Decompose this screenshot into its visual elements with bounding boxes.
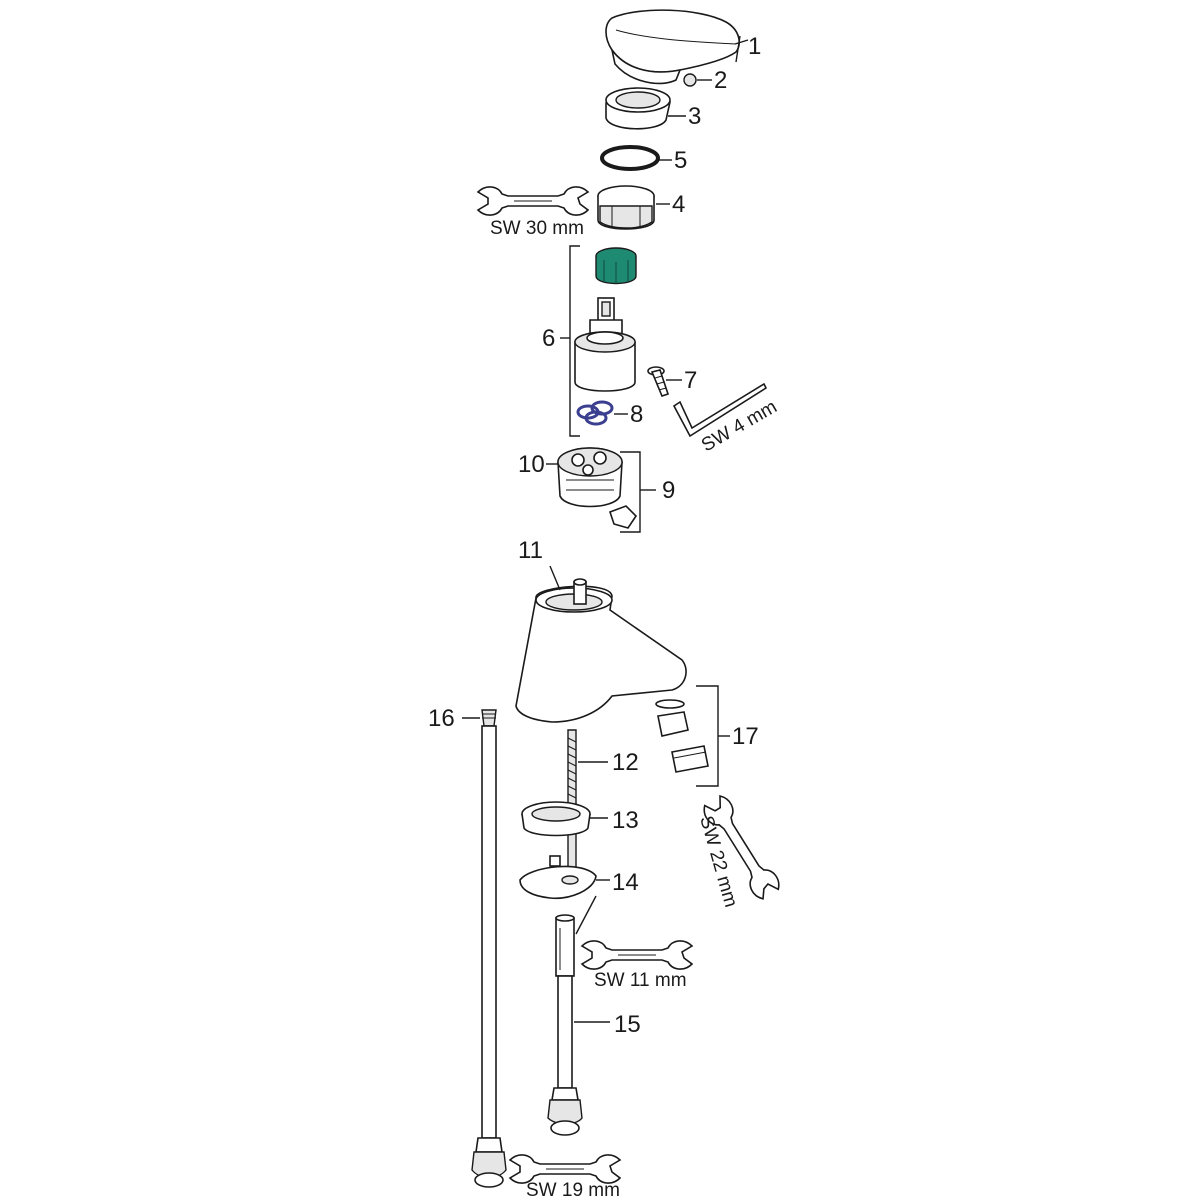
o-rings-8 — [576, 400, 614, 426]
part-label-9: 9 — [662, 477, 675, 504]
part-label-7: 7 — [684, 367, 697, 394]
supply-hose-16 — [547, 975, 583, 1136]
part-label-14: 13 — [612, 807, 639, 834]
aerator — [655, 699, 709, 773]
part-label-16: 15 — [614, 1011, 641, 1038]
cover-cap — [605, 87, 671, 130]
part-label-11: 11 — [518, 537, 543, 564]
part-label-15: 14 — [612, 869, 639, 896]
part-label-3: 3 — [688, 103, 701, 130]
bracket-12 — [696, 685, 719, 787]
tool-label-sw30: SW 30 mm — [490, 218, 584, 239]
part-label-17: 16 — [428, 705, 455, 732]
wrench-icon — [580, 940, 694, 970]
leader-11 — [549, 565, 561, 591]
part-label-2: 2 — [714, 67, 727, 94]
tool-label-sw11: SW 11 mm — [594, 970, 687, 991]
part-label-1: 1 — [748, 33, 761, 60]
cartridge-ring — [595, 247, 637, 285]
wrench-icon — [476, 186, 590, 216]
leader-1b — [735, 35, 741, 63]
tool-label-sw19: SW 19 mm — [526, 1180, 620, 1200]
mixing-cartridge — [574, 297, 636, 392]
part-label-10: 10 — [518, 451, 545, 478]
supply-hose-17 — [471, 709, 507, 1188]
part-label-13: 12 — [612, 749, 639, 776]
horseshoe-washer — [519, 855, 597, 900]
bracket-6 — [569, 245, 580, 437]
leader-1 — [734, 39, 749, 45]
lever-handle — [605, 9, 740, 85]
wrench-icon — [508, 1154, 622, 1184]
threaded-nut — [597, 185, 655, 230]
faucet-body — [515, 578, 687, 723]
part-label-6: 6 — [542, 325, 555, 352]
part-label-12: 17 — [732, 723, 759, 750]
bracket-9 — [620, 451, 641, 533]
screw-7 — [647, 366, 670, 397]
part-label-4: 4 — [672, 191, 685, 218]
insert-body-10 — [557, 447, 623, 508]
o-ring-5 — [600, 145, 660, 171]
hex-key-icon — [672, 382, 768, 438]
wrench-icon — [703, 794, 780, 900]
leader-15b — [575, 895, 597, 935]
clip-9 — [608, 505, 638, 529]
grub-screw — [683, 73, 697, 87]
base-gasket — [521, 801, 591, 837]
mounting-nut-sleeve — [555, 914, 575, 977]
part-label-8: 8 — [630, 401, 643, 428]
part-label-5: 5 — [674, 147, 687, 174]
